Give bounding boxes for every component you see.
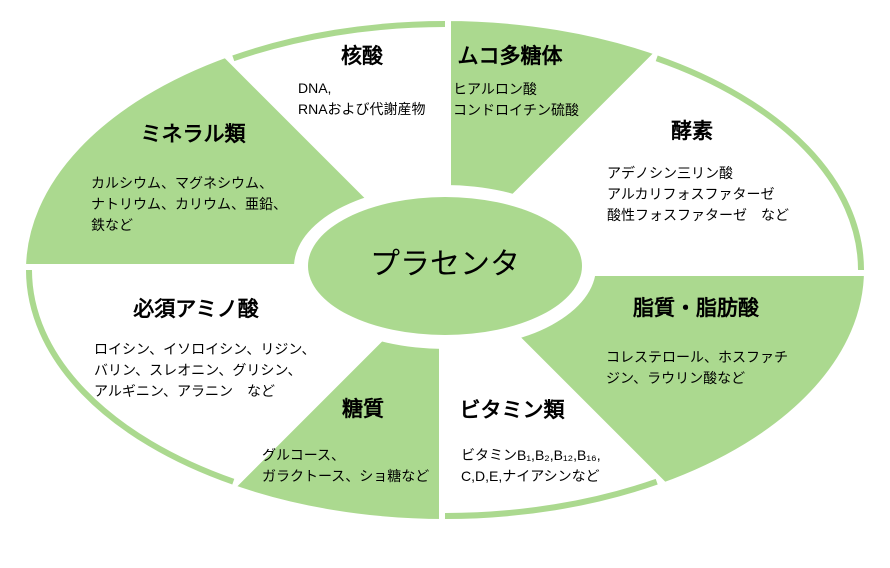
vitamins-title: ビタミン類	[459, 399, 565, 422]
nucleic-acids-title: 核酸	[341, 45, 383, 68]
enzymes-outer-arc	[655, 55, 864, 271]
essential-amino-acids-items: ロイシン、イソロイシン、リジン、 バリン、スレオニン、グリシン、 アルギニン、ア…	[94, 341, 316, 399]
lipids-fatty-acids-items: コレステロール、ホスファチ ジン、ラウリン酸など	[606, 349, 788, 386]
vitamins-items: ビタミンB₁,B₂,B₁₂,B₁₆, C,D,E,ナイアシンなど	[461, 447, 601, 484]
enzymes-title: 酵素	[671, 120, 713, 143]
mucopolysaccharides-items: ヒアルロン酸 コンドロイチン硫酸	[453, 81, 579, 118]
nucleic-acids-outer-arc	[232, 21, 446, 62]
mucopolysaccharides-title: ムコ多糖体	[457, 45, 563, 68]
nucleic-acids-items: DNA, RNAおよび代謝産物	[298, 80, 426, 117]
essential-amino-acids-outer-arc	[26, 269, 235, 485]
carbohydrates-items: グルコース、 ガラクトース、ショ糖など	[262, 447, 430, 484]
center-ellipse	[308, 197, 582, 335]
vitamins-outer-arc	[444, 478, 658, 519]
minerals-items: カルシウム、マグネシウム、 ナトリウム、カリウム、亜鉛、 鉄など	[91, 175, 287, 233]
minerals-title: ミネラル類	[140, 123, 246, 146]
essential-amino-acids-title: 必須アミノ酸	[133, 298, 259, 321]
carbohydrates-title: 糖質	[342, 398, 384, 421]
enzymes-items: アデノシン三リン酸 アルカリフォスファターゼ 酸性フォスファターゼ など	[607, 165, 789, 223]
center-label: プラセンタ	[370, 248, 520, 281]
lipids-fatty-acids-title: 脂質・脂肪酸	[633, 297, 759, 320]
